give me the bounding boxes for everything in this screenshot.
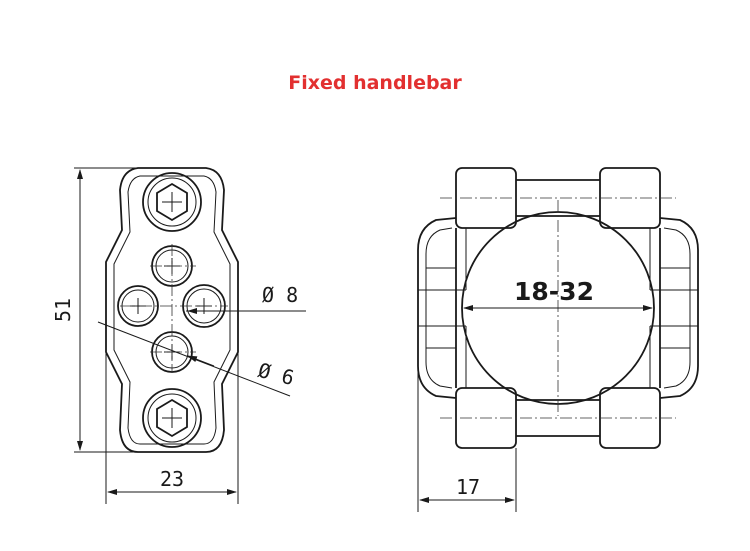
right-flange — [659, 217, 699, 399]
left-flange — [417, 217, 457, 399]
dim-width-front: 23 — [105, 352, 239, 504]
dim-hole-small: Ø 6 — [97, 321, 297, 397]
dim-hole-large: Ø 8 — [186, 283, 306, 314]
dim-bar-range: 18-32 — [463, 277, 653, 311]
dim-hole-large-label: Ø 8 — [262, 283, 298, 307]
top-bolt-icon — [142, 172, 202, 232]
dim-height-label: 51 — [51, 298, 75, 322]
dim-width-front-label: 23 — [160, 467, 184, 491]
side-view: 18-32 17 — [417, 167, 699, 512]
dim-height: 51 — [51, 167, 136, 453]
dim-width-side: 17 — [417, 366, 517, 512]
front-view: 51 23 Ø 8 Ø 6 — [51, 167, 306, 504]
clamp-outer-body — [105, 167, 239, 453]
clamp-inner-outline — [113, 175, 231, 445]
diagram-title: Fixed handlebar — [288, 72, 462, 94]
dim-width-side-label: 17 — [456, 475, 480, 499]
bottom-bolt-icon — [142, 388, 202, 448]
dim-bar-range-label: 18-32 — [514, 277, 594, 306]
